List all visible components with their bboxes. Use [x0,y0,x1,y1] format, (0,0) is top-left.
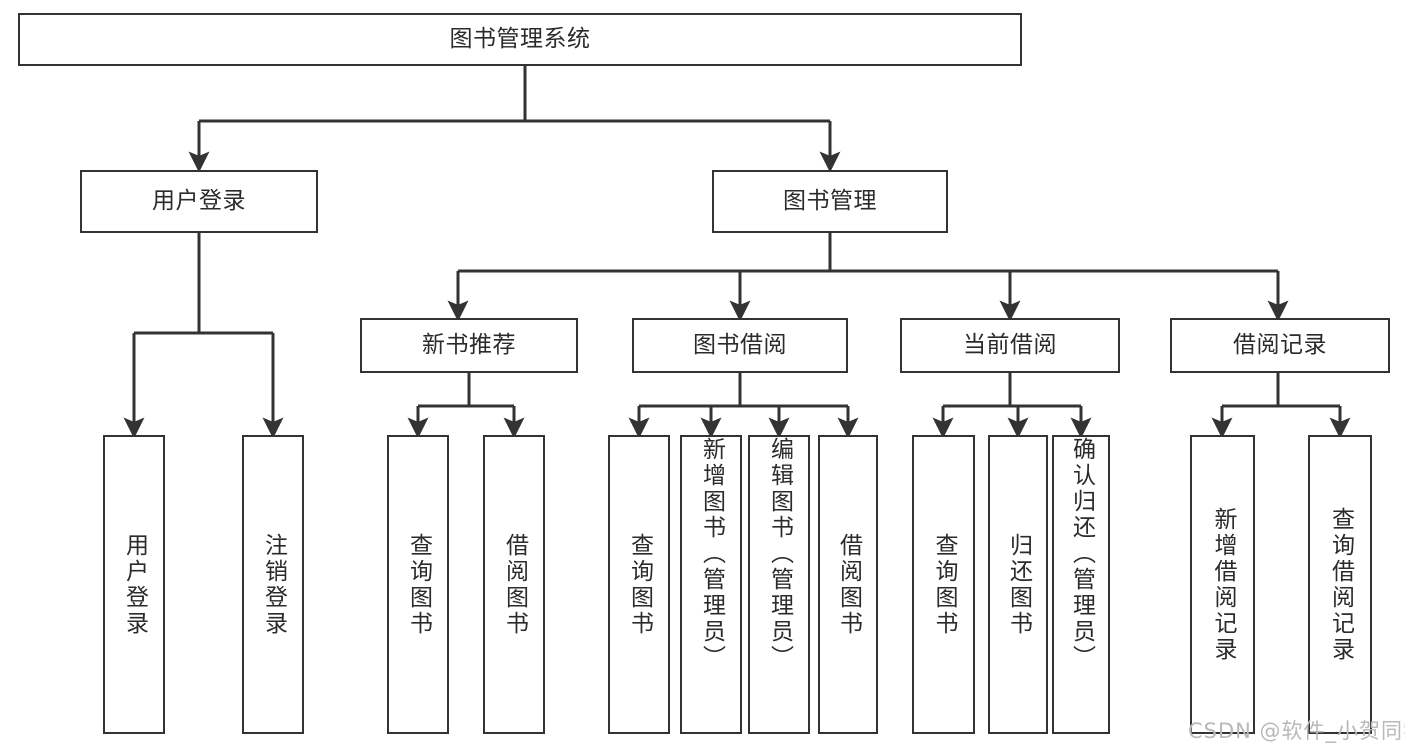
node-user-login-label: 用户登录 [152,187,246,214]
node-leaf-query-book-1[interactable]: 查询图书 [387,435,449,734]
node-leaf-query-record[interactable]: 查询借阅记录 [1308,435,1372,734]
node-leaf-confirm-return[interactable]: 确认归还（管理员） [1052,435,1110,734]
node-new-book-rec[interactable]: 新书推荐 [360,318,578,373]
node-leaf-borrow-book-2-label: 借阅图书 [835,532,862,637]
node-book-borrow-label: 图书借阅 [693,331,787,358]
node-new-book-rec-label: 新书推荐 [422,331,516,358]
node-leaf-query-book-1-label: 查询图书 [405,532,432,637]
node-book-manage[interactable]: 图书管理 [712,170,948,233]
node-leaf-query-book-3-label: 查询图书 [931,532,957,637]
node-leaf-user-logout-label: 注销登录 [260,532,287,637]
node-leaf-user-login[interactable]: 用户登录 [103,435,165,734]
node-book-manage-label: 图书管理 [783,187,877,214]
node-book-borrow[interactable]: 图书借阅 [632,318,848,373]
node-leaf-borrow-book-1[interactable]: 借阅图书 [483,435,545,734]
node-borrow-record-label: 借阅记录 [1233,331,1327,358]
node-leaf-query-record-label: 查询借阅记录 [1327,506,1354,663]
node-current-borrow-label: 当前借阅 [963,331,1057,358]
node-leaf-add-book-label: 新增图书（管理员） [698,437,725,671]
node-leaf-add-record-label: 新增借阅记录 [1210,506,1236,663]
node-user-login[interactable]: 用户登录 [80,170,318,233]
node-root-label: 图书管理系统 [449,25,591,52]
node-leaf-return-book[interactable]: 归还图书 [988,435,1048,734]
node-current-borrow[interactable]: 当前借阅 [900,318,1120,373]
node-leaf-user-logout[interactable]: 注销登录 [242,435,304,734]
node-leaf-add-record[interactable]: 新增借阅记录 [1190,435,1255,734]
node-leaf-edit-book[interactable]: 编辑图书（管理员） [748,435,810,734]
node-leaf-user-login-label: 用户登录 [121,532,148,637]
node-leaf-confirm-return-label: 确认归还（管理员） [1068,437,1095,671]
node-root[interactable]: 图书管理系统 [18,13,1022,66]
node-borrow-record[interactable]: 借阅记录 [1170,318,1390,373]
node-leaf-query-book-2-label: 查询图书 [626,532,653,637]
node-leaf-borrow-book-1-label: 借阅图书 [501,532,528,637]
node-leaf-return-book-label: 归还图书 [1005,532,1032,637]
csdn-watermark: CSDN @软件_小贺同学 [1188,719,1405,743]
node-leaf-edit-book-label: 编辑图书（管理员） [766,437,793,671]
node-leaf-borrow-book-2[interactable]: 借阅图书 [818,435,878,734]
node-leaf-query-book-2[interactable]: 查询图书 [608,435,670,734]
node-leaf-add-book[interactable]: 新增图书（管理员） [680,435,742,734]
node-leaf-query-book-3[interactable]: 查询图书 [912,435,975,734]
